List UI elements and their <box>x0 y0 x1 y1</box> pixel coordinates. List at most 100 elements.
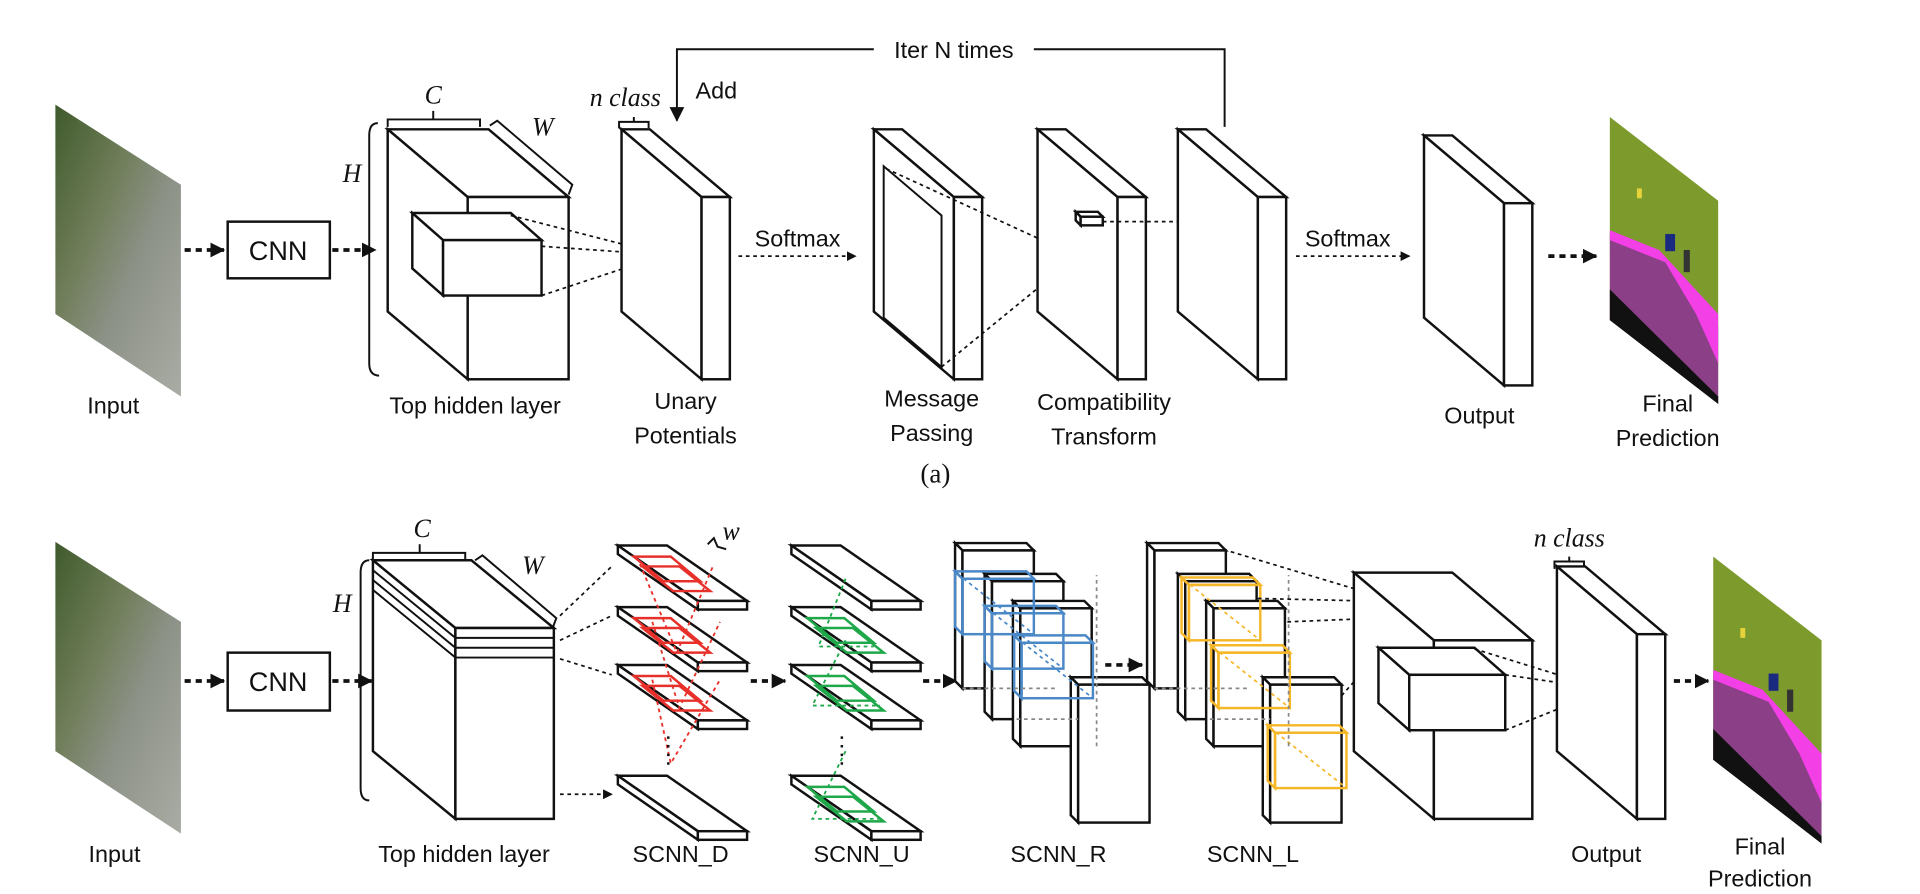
hidden-label: Top hidden layer <box>378 841 550 867</box>
kernel-window <box>812 795 888 823</box>
scnn-u-label: SCNN_U <box>813 841 909 867</box>
unary-potentials-slab <box>618 126 734 382</box>
front-face <box>1408 673 1507 732</box>
iter-label: Iter N times <box>894 37 1013 63</box>
sign-object <box>1740 628 1746 638</box>
window-diagonal <box>957 573 1035 635</box>
iteration-loop-arrow <box>677 48 1226 127</box>
unary-label-1: Unary <box>654 388 717 414</box>
w-brace <box>489 119 574 195</box>
dim-c: C <box>425 80 443 109</box>
hidden-edges <box>962 575 1098 747</box>
caption-a: (a) <box>920 459 950 489</box>
scnn-l-label: SCNN_L <box>1207 841 1299 867</box>
cnn-box <box>226 220 332 280</box>
sliding-window <box>1264 722 1350 792</box>
scnn-r-stack <box>952 540 1153 826</box>
front-face <box>696 829 749 842</box>
h-brace <box>359 559 370 802</box>
hidden-label: Top hidden layer <box>389 393 561 419</box>
front-face <box>870 599 922 611</box>
window-diagonal <box>1213 647 1291 709</box>
kernel-window <box>638 565 714 593</box>
front-face <box>1076 683 1151 824</box>
merge-arrows <box>1230 550 1391 697</box>
slice-plate <box>787 604 925 674</box>
w-brace <box>706 536 727 551</box>
kernel-window <box>812 626 888 654</box>
output-slab <box>1420 132 1536 389</box>
top-hidden-layer <box>369 557 558 822</box>
front-face <box>1079 215 1105 227</box>
front-face <box>870 719 922 731</box>
slice-plate <box>613 662 752 732</box>
dim-h: H <box>332 589 353 618</box>
front-face <box>1187 583 1262 642</box>
hidden-edges <box>1154 575 1290 747</box>
local-window <box>1375 644 1509 733</box>
dim-c: C <box>414 514 432 543</box>
input-image <box>55 541 181 834</box>
c-brace <box>371 544 467 561</box>
scnn-d-stack <box>613 543 752 843</box>
sliding-window <box>1178 574 1264 644</box>
front-face <box>696 661 749 673</box>
front-face <box>1268 683 1343 824</box>
output-slab <box>1553 563 1669 822</box>
kernel-window <box>630 674 704 702</box>
sidewalk-region <box>1713 669 1822 803</box>
feature-slice <box>1067 674 1153 826</box>
road-region <box>1609 233 1719 404</box>
sign-object <box>1636 188 1642 199</box>
scnn-u-stack <box>787 543 925 843</box>
kernel-window <box>803 674 878 702</box>
front-face <box>696 719 749 731</box>
message-label-1: Message <box>884 385 979 411</box>
slice-plate <box>787 662 925 732</box>
kernel-window <box>803 616 878 645</box>
dim-w: W <box>522 551 546 580</box>
input-label: Input <box>88 841 140 867</box>
front-face <box>870 661 922 673</box>
pole-object <box>1787 689 1794 712</box>
message-passing-slab <box>870 126 986 382</box>
compatibility-slab <box>1034 126 1150 382</box>
kernel-window <box>630 616 704 645</box>
kernel-window <box>638 684 714 712</box>
front-face <box>952 195 984 381</box>
cnn-box <box>226 651 332 712</box>
n-class: n class <box>590 83 661 112</box>
pole-object <box>1683 249 1690 273</box>
compat-label-2: Transform <box>1051 424 1157 450</box>
scnn-r-label: SCNN_R <box>1010 841 1106 867</box>
front-face <box>1502 201 1534 387</box>
c-brace <box>386 110 481 127</box>
message-label-2: Passing <box>890 420 973 446</box>
final-prediction-image <box>1609 116 1719 404</box>
panel-a: Input CNN H C W Top hidden layer n class… <box>55 37 1720 489</box>
sliding-window <box>1011 632 1096 702</box>
car-hood-region <box>1609 289 1719 404</box>
window-diagonal <box>1016 637 1094 699</box>
final-label-1: Final <box>1642 390 1693 416</box>
scnn-l-stack <box>1144 540 1350 826</box>
front-face <box>1116 195 1148 381</box>
final-label-2: Prediction <box>1708 866 1812 892</box>
dim-w: W <box>532 112 556 141</box>
front-face <box>990 612 1065 670</box>
cnn-label: CNN <box>249 235 308 266</box>
iteration-output-slab <box>1174 126 1290 382</box>
cnn-label: CNN <box>249 666 308 697</box>
n-class-brace <box>618 116 650 129</box>
window-diagonal <box>1183 579 1261 642</box>
dim-h: H <box>342 159 363 188</box>
slice-plate <box>787 773 925 843</box>
kernel-window <box>803 785 878 813</box>
front-face <box>1635 632 1667 821</box>
kernel-window <box>630 555 704 583</box>
input-label: Input <box>87 393 139 419</box>
road-region <box>1713 673 1822 844</box>
front-face <box>454 626 556 821</box>
output-label: Output <box>1444 403 1515 429</box>
